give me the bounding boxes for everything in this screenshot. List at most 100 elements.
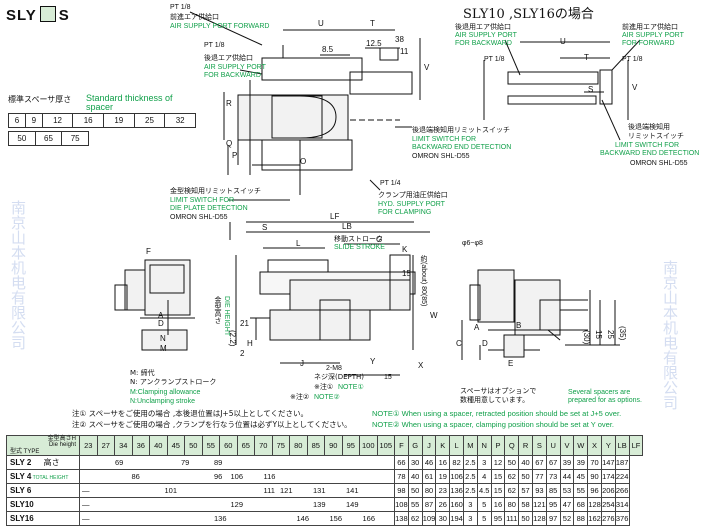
r-bwd-jp: 後退用エア供給口 (455, 23, 511, 31)
dim-k: K (402, 245, 408, 254)
dim-rt: T (584, 53, 589, 62)
r-ls-jp2: リミットスイッチ (628, 132, 684, 140)
spacer-header-en: Standard thickness of spacer (86, 93, 173, 113)
height-values: 69 79 89 (79, 454, 395, 470)
dim-cell: 67 (545, 454, 561, 470)
dim-n: N (160, 334, 166, 343)
dim-cell: 62 (407, 510, 423, 526)
dim-21: 21 (240, 319, 249, 328)
dim-cell: 66 (394, 454, 409, 470)
green-box-icon (39, 6, 56, 22)
thread-label: 2-M8 (326, 365, 342, 372)
dim-cell: 50 (407, 482, 423, 498)
dim-c: C (456, 339, 462, 348)
dim-cell: 136 (449, 482, 464, 498)
dim-g: G (376, 235, 383, 244)
height-value: 69 (115, 457, 124, 467)
dim-8-5: 8.5 (322, 45, 334, 54)
dim-cell: 4.5 (476, 482, 492, 498)
dim-cell: 108 (394, 496, 409, 512)
height-value: 129 (230, 499, 244, 509)
dim-25: 25 (606, 330, 615, 339)
stroke-jp: 移動ストローク (334, 235, 383, 243)
dim-cell: 95 (545, 496, 561, 512)
dim-cell: 128 (531, 510, 547, 526)
phi-label: φ6~φ8 (462, 240, 483, 247)
dim-cell: 61 (421, 468, 437, 484)
spacer-opt-en2: prepared for as options. (568, 397, 642, 404)
dim-cell: 376 (614, 510, 630, 526)
dim-cell: 16 (490, 496, 506, 512)
dim-cell: 95 (490, 510, 506, 526)
dim-cell: 121 (531, 496, 547, 512)
omron-b: OMRON SHL-D55 (170, 214, 228, 221)
note2-ref: ※注② (290, 393, 310, 401)
r-bwd-en2: FOR BACKWARD (455, 40, 512, 47)
spacer-opt-jp2: 数種用意しています。 (460, 396, 530, 404)
dim-l: L (296, 239, 301, 248)
note1-ref: ※注① (314, 383, 334, 391)
height-header: 40 (149, 435, 168, 456)
dim-38: 38 (395, 35, 404, 44)
dim-m: M (160, 344, 167, 353)
height-value: 156 (329, 513, 343, 523)
height-value: 79 (181, 457, 190, 467)
die-en: LIMIT SWITCH FOR (170, 197, 235, 204)
col-header: M (462, 435, 478, 456)
height-header: 95 (341, 435, 360, 456)
technical-drawing (0, 0, 708, 410)
height-jp: 高さ (41, 457, 60, 467)
col-header: LF (628, 435, 644, 456)
spacer-opt-jp: スペーサはオプションで (460, 387, 537, 395)
clamp-en2: FOR CLAMPING (378, 209, 432, 216)
dim-lf: LF (330, 212, 340, 221)
col-header: U (545, 435, 561, 456)
dim-cell: 46 (421, 454, 437, 470)
spacer-opt-en: Several spacers are (568, 389, 631, 396)
dim-t: T (370, 19, 375, 28)
dim-e: E (508, 359, 514, 368)
height-value: 89 (214, 457, 223, 467)
dim-cell: 15 (490, 482, 506, 498)
dim-cell: 55 (573, 482, 589, 498)
dim-cell: 90 (587, 468, 602, 484)
height-header: 80 (289, 435, 308, 456)
ls-bwd-en2: BACKWARD END DETECTION (412, 144, 512, 151)
spacer-cell: 32 (164, 113, 196, 128)
height-en: TOTAL HEIGHT (31, 474, 69, 481)
die-height-jp: 金型高さ (214, 296, 222, 324)
dim-cell: 2.5 (462, 468, 478, 484)
height-value: 131 (313, 485, 326, 495)
dim-cell: 3 (462, 496, 478, 512)
dim-cell: 147 (600, 454, 616, 470)
sly10-heading: SLY10 ,SLY16の場合 (463, 7, 594, 22)
dim-cell: 160 (449, 496, 464, 512)
dim-2: 2 (240, 349, 245, 358)
dim-d2: D (482, 339, 488, 348)
note2-en-ref: NOTE② (314, 394, 340, 401)
type-cell: SLY 4 TOTAL HEIGHT (6, 468, 80, 484)
dim-cell: 68 (573, 496, 589, 512)
r-pt18-a: PT 1/8 (484, 56, 505, 63)
omron-c: OMRON SHL-D55 (630, 160, 688, 167)
dim-cell: 26 (435, 496, 451, 512)
r-bwd-en: AIR SUPPLY PORT (455, 32, 517, 39)
dim-cell: 45 (573, 468, 589, 484)
col-header: L (449, 435, 464, 456)
col-header: R (518, 435, 533, 456)
dim-cell: 67 (531, 454, 547, 470)
dim-cell: 50 (518, 510, 533, 526)
col-header: Q (504, 435, 520, 456)
spacer-cell: 75 (61, 131, 89, 146)
bwd-air-jp: 後退エア供給口 (204, 54, 253, 62)
dim-cell: 30 (407, 454, 423, 470)
type-cell: SLY 6 (6, 482, 80, 498)
dim-f: F (146, 247, 151, 256)
note-jp-2: 注② スペーサをご使用の場合 ,クランプを行なう位置は必ずY以上としてください。 (72, 420, 352, 429)
